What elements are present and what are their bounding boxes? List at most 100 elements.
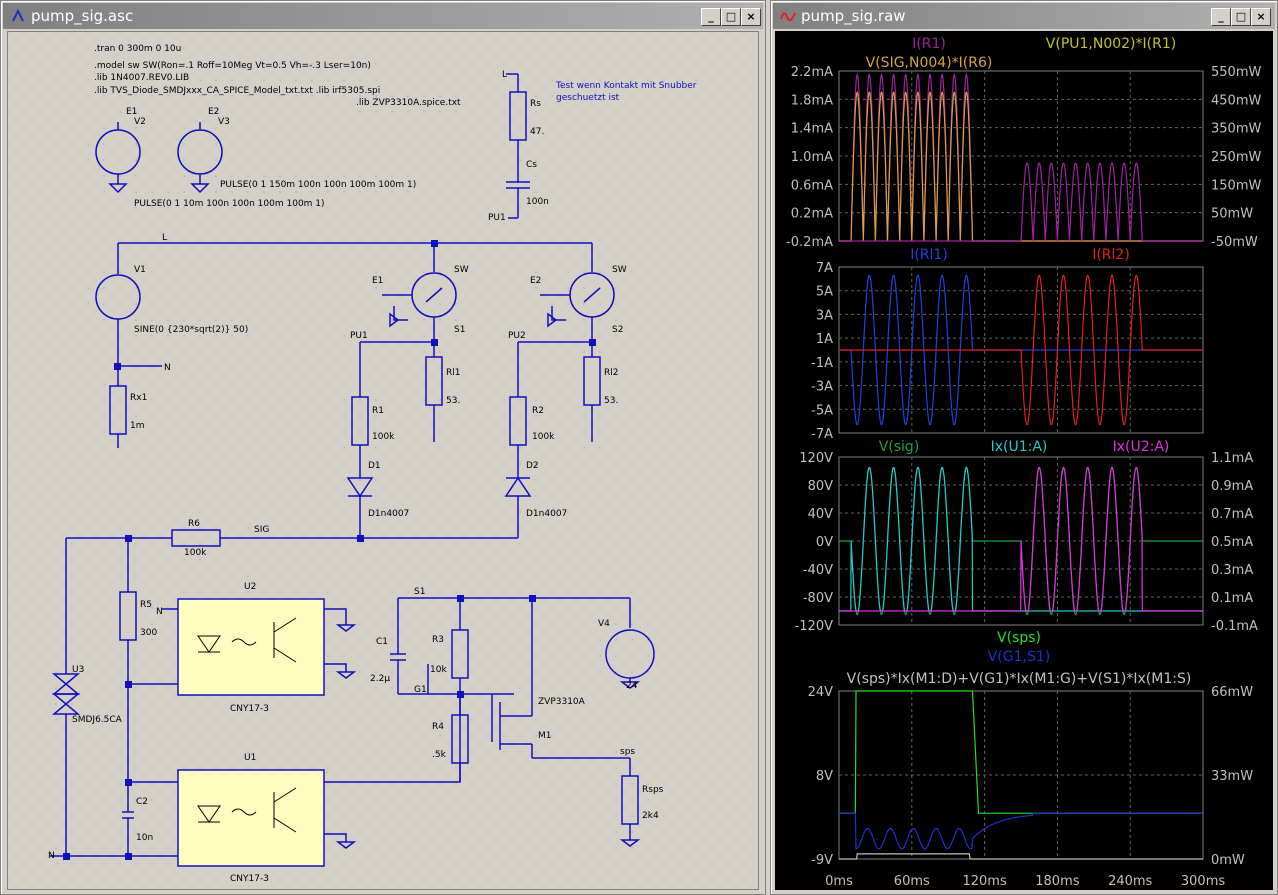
label-E1b[interactable]: E1 (372, 276, 383, 286)
label-R3[interactable]: R3 (432, 635, 444, 645)
label-Rl1[interactable]: Rl1 (446, 368, 460, 378)
pane-p1[interactable]: 2.2mA1.8mA1.4mA1.0mA0.6mA0.2mA-0.2mA550m… (786, 36, 1261, 250)
trace-name[interactable]: V(sps)*Ix(M1:D)+V(G1)*Ix(M1:G)+V(S1)*Ix(… (847, 671, 1192, 687)
label-V1[interactable]: V1 (134, 265, 146, 275)
label-SWb[interactable]: SW (612, 265, 627, 275)
label-S2[interactable]: S2 (612, 325, 623, 335)
label-S1b[interactable]: S1 (414, 587, 425, 597)
optocoupler-u1[interactable] (177, 769, 325, 867)
label-sine[interactable]: SINE(0 {230*sqrt(2)} 50) (134, 325, 248, 335)
label-E2[interactable]: E2 (208, 107, 219, 117)
label-R1[interactable]: R1 (372, 406, 384, 416)
schematic-window[interactable]: pump_sig.asc _ □ × (0, 0, 766, 895)
label-pulse2[interactable]: PULSE(0 1 10m 100n 100n 100m 100m 1) (134, 199, 325, 209)
label-V2[interactable]: V2 (134, 117, 146, 127)
trace-name[interactable]: I(Rl2) (1092, 247, 1130, 263)
label-D1[interactable]: D1 (368, 461, 381, 471)
trace-name[interactable]: V(G1,S1) (988, 649, 1051, 665)
label-U2[interactable]: U2 (244, 582, 256, 592)
label-ZVP[interactable]: ZVP3310A (538, 697, 586, 707)
label-N1[interactable]: N (164, 363, 171, 373)
comment-line2[interactable]: geschuetzt ist (556, 93, 620, 103)
label-SIG[interactable]: SIG (254, 525, 269, 535)
label-Rx1[interactable]: Rx1 (130, 393, 147, 403)
label-C2v[interactable]: 10n (136, 833, 153, 843)
schematic-canvas[interactable]: .tran 0 300m 0 10u .model sw SW(Ron=.1 R… (7, 31, 759, 890)
label-R6[interactable]: R6 (188, 519, 200, 529)
pane-p3[interactable]: 120V80V40V0V-40V-80V-120V1.1mA0.9mA0.7mA… (795, 439, 1258, 634)
label-R6v[interactable]: 100k (184, 548, 207, 558)
label-E1[interactable]: E1 (126, 107, 137, 117)
label-E2b[interactable]: E2 (530, 276, 541, 286)
trace-name[interactable]: V(SIG,N004)*I(R6) (866, 55, 993, 71)
trace-name[interactable]: I(Rl1) (910, 247, 948, 263)
label-Rl2[interactable]: Rl2 (604, 368, 618, 378)
pane-p4[interactable]: 24V8V-9V66mW33mW0mWV(sps)V(G1,S1)V(sps)*… (808, 630, 1254, 868)
label-R3v[interactable]: 10k (430, 665, 447, 675)
trace-name[interactable]: I(R1) (912, 36, 946, 52)
label-D2v[interactable]: D1n4007 (526, 509, 567, 519)
label-PU1a[interactable]: PU1 (488, 213, 506, 223)
label-R5[interactable]: R5 (140, 600, 152, 610)
schematic-titlebar[interactable]: pump_sig.asc _ □ × (3, 3, 763, 29)
label-Rx1v[interactable]: 1m (130, 421, 145, 431)
trace-name[interactable]: Ix(U1:A) (991, 439, 1048, 455)
directive-lib3[interactable]: .lib ZVP3310A.spice.txt (356, 98, 461, 108)
label-G1[interactable]: G1 (414, 685, 427, 695)
label-SWa[interactable]: SW (454, 265, 469, 275)
label-Rl1v[interactable]: 53. (446, 396, 460, 406)
trace-name[interactable]: V(PU1,N002)*I(R1) (1046, 36, 1176, 52)
waveform-plot[interactable]: 2.2mA1.8mA1.4mA1.0mA0.6mA0.2mA-0.2mA550m… (775, 31, 1273, 890)
label-L2[interactable]: L (162, 233, 167, 243)
label-U3v[interactable]: SMDJ6.5CA (72, 715, 123, 725)
label-U1p[interactable]: CNY17-3 (230, 874, 269, 884)
label-C2[interactable]: C2 (136, 797, 148, 807)
close-button[interactable]: × (741, 8, 761, 26)
label-sps[interactable]: sps (620, 747, 635, 757)
label-S1[interactable]: S1 (454, 325, 465, 335)
directive-lib1[interactable]: .lib 1N4007.REV0.LIB (94, 73, 189, 83)
wave-minimize-button[interactable]: _ (1211, 8, 1231, 26)
label-pulse1[interactable]: PULSE(0 1 150m 100n 100n 100m 100m 1) (220, 180, 416, 190)
label-Rs[interactable]: Rs (530, 99, 541, 109)
label-D2[interactable]: D2 (526, 461, 539, 471)
label-R5v[interactable]: 300 (140, 628, 157, 638)
label-V3[interactable]: V3 (218, 117, 230, 127)
directive-model[interactable]: .model sw SW(Ron=.1 Roff=10Meg Vt=0.5 Vh… (94, 61, 371, 71)
label-R1v[interactable]: 100k (372, 432, 395, 442)
wave-close-button[interactable]: × (1251, 8, 1271, 26)
label-U1[interactable]: U1 (244, 753, 256, 763)
label-PU2[interactable]: PU2 (508, 331, 526, 341)
label-Cs[interactable]: Cs (526, 160, 537, 170)
optocoupler-u2[interactable] (177, 598, 325, 696)
label-Csv[interactable]: 100n (526, 197, 549, 207)
wave-maximize-button[interactable]: □ (1231, 8, 1251, 26)
trace-name[interactable]: V(sps) (997, 630, 1041, 646)
maximize-button[interactable]: □ (721, 8, 741, 26)
label-L1[interactable]: L (502, 70, 507, 80)
label-C1v[interactable]: 2.2µ (370, 674, 390, 684)
label-R4[interactable]: R4 (432, 722, 444, 732)
label-R4v[interactable]: .5k (432, 750, 447, 760)
label-V4[interactable]: V4 (598, 619, 610, 629)
minimize-button[interactable]: _ (701, 8, 721, 26)
label-D1v[interactable]: D1n4007 (368, 509, 409, 519)
label-R2v[interactable]: 100k (532, 432, 555, 442)
label-C1[interactable]: C1 (376, 637, 388, 647)
waveform-titlebar[interactable]: pump_sig.raw _ □ × (773, 3, 1275, 29)
trace-name[interactable]: V(sig) (879, 439, 920, 455)
label-N3[interactable]: N (48, 851, 55, 861)
directive-tran[interactable]: .tran 0 300m 0 10u (94, 44, 181, 54)
label-R2[interactable]: R2 (532, 406, 544, 416)
label-M1[interactable]: M1 (538, 731, 552, 741)
label-Rspsv[interactable]: 2k4 (642, 811, 659, 821)
label-Rsps[interactable]: Rsps (642, 785, 664, 795)
label-Rsv[interactable]: 47. (530, 127, 544, 137)
directive-lib2[interactable]: .lib TVS_Diode_SMDJxxx_CA_SPICE_Model_tx… (94, 86, 380, 96)
label-N2[interactable]: N (156, 607, 163, 617)
comment-line1[interactable]: Test wenn Kontakt mit Snubber (555, 81, 697, 91)
trace-name[interactable]: Ix(U2:A) (1113, 439, 1170, 455)
